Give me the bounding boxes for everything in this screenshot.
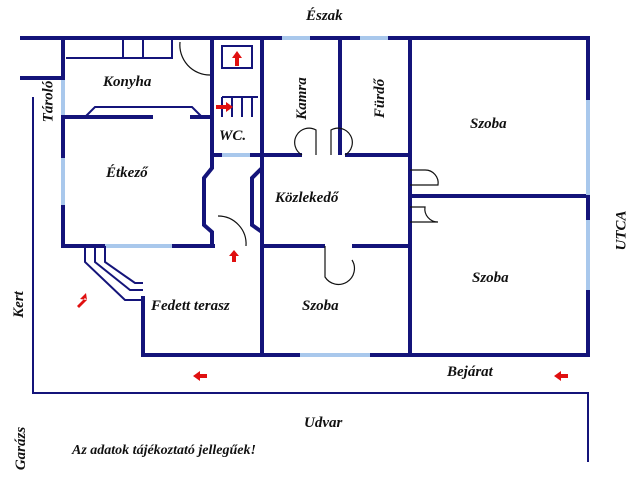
room-kozlekedo: Közlekedő xyxy=(275,190,339,206)
room-wc: WC. xyxy=(219,128,247,144)
room-szoba-se: Szoba xyxy=(472,270,509,286)
door-swings xyxy=(179,41,439,286)
room-etkezo: Étkező xyxy=(106,165,148,181)
garazs-label: Garázs xyxy=(13,426,30,471)
room-konyha: Konyha xyxy=(103,74,152,90)
arrows xyxy=(77,51,568,381)
disclaimer-note: Az adatok tájékoztató jellegűek! xyxy=(72,443,256,458)
walls xyxy=(20,36,590,357)
room-szoba-s: Szoba xyxy=(302,298,339,314)
windows xyxy=(61,36,590,357)
north-label: Észak xyxy=(306,8,343,24)
kert-label: Kert xyxy=(10,291,27,318)
room-tarolo: Tároló xyxy=(40,80,57,123)
udvar-label: Udvar xyxy=(304,415,343,431)
street-label: UTCA xyxy=(613,210,630,251)
room-terasz: Fedett terasz xyxy=(151,298,230,314)
room-szoba-ne: Szoba xyxy=(470,116,507,132)
room-furdo: Fürdő xyxy=(372,78,389,119)
room-kamra: Kamra xyxy=(293,77,310,120)
bejarat-label: Bejárat xyxy=(447,364,493,380)
